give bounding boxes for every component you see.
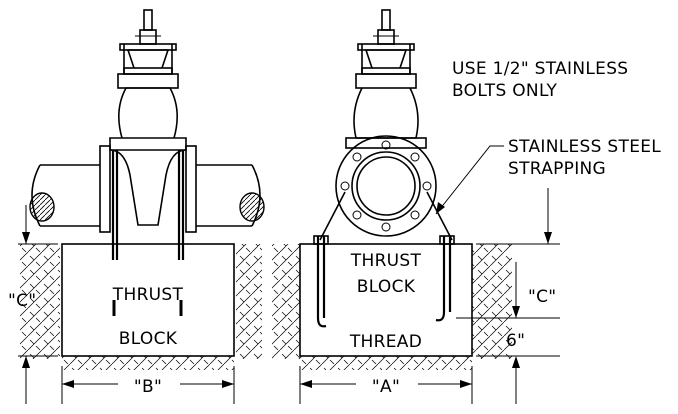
bolts-note-line-2: BOLTS ONLY: [452, 81, 557, 101]
left-thrust-block: [61, 243, 235, 357]
rod-length-dimension: 6": [476, 331, 560, 404]
strapping-leader-line: [435, 145, 504, 215]
left-depth-dimension: "C": [8, 205, 58, 404]
left-tie-rods: [111, 150, 185, 316]
right-soil-hatching: [272, 244, 512, 370]
rod-length-label: 6": [506, 331, 525, 351]
left-pipe: [29, 145, 265, 233]
left-depth-label: "C": [8, 291, 36, 311]
right-thrust-block: [299, 243, 473, 357]
left-block-label-1: THRUST: [112, 285, 184, 305]
right-depth-dimension: "C": [456, 188, 560, 319]
right-j-bolts: [313, 235, 455, 328]
right-width-label: "A": [372, 377, 400, 397]
left-width-label: "B": [134, 377, 162, 397]
strapping-note-line-1: STAINLESS STEEL: [508, 137, 661, 157]
bolts-note-line-1: USE 1/2" STAINLESS: [452, 59, 628, 79]
right-gate-valve: [345, 9, 427, 149]
flange-bolt-holes: [340, 140, 432, 232]
left-block-label-2: BLOCK: [119, 329, 178, 349]
right-strapping: [319, 191, 453, 241]
left-soil-hatching: [20, 244, 262, 370]
notes: USE 1/2" STAINLESS BOLTS ONLY STAINLESS …: [435, 59, 661, 215]
right-depth-label: "C": [528, 287, 556, 307]
left-width-dimension: "B": [61, 366, 235, 404]
right-block-label-2: BLOCK: [357, 277, 416, 297]
thread-label: THREAD: [349, 332, 422, 352]
right-block-label-1: THRUST: [350, 251, 422, 271]
left-elevation-view: THRUST BLOCK "C" "B": [8, 9, 265, 404]
left-gate-valve: [109, 9, 187, 226]
strapping-note-line-2: STRAPPING: [508, 159, 606, 179]
right-valve-flange: [335, 135, 437, 237]
right-width-dimension: "A": [299, 366, 473, 404]
right-end-view: THRUST BLOCK THREAD "C" 6" "A": [272, 9, 560, 404]
